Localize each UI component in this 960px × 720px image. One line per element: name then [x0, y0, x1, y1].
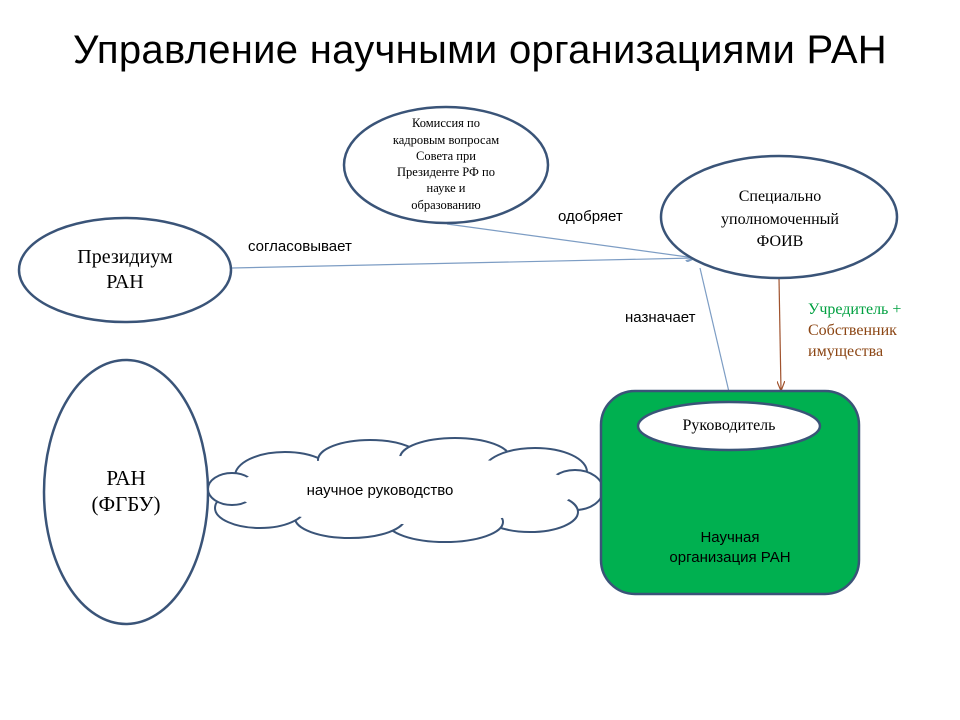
head-label: Руководитель	[682, 417, 776, 434]
arrow-founder	[779, 277, 781, 390]
line-appoints	[699, 267, 730, 393]
cloud-label: научное руководство	[306, 481, 454, 499]
edge-label-founder: Учредитель + Собственник имущества	[808, 300, 901, 362]
head-ellipse	[636, 400, 822, 452]
page-title: Управление научными организациями РАН	[72, 28, 887, 72]
edge-label-appoints: назначает	[625, 309, 696, 326]
founder-line-2: Собственник	[808, 321, 897, 339]
founder-line-3: имущества	[808, 342, 884, 360]
edge-label-approves: одобряет	[558, 208, 623, 225]
edge-label-agrees: согласовывает	[248, 238, 352, 255]
presidium-label: Президиум РАН	[77, 246, 173, 293]
arrow-approves	[446, 223, 695, 258]
foiv-label: Специально уполномоченный ФОИВ	[721, 188, 839, 251]
founder-line-1: Учредитель +	[808, 301, 902, 318]
presidium-ellipse	[17, 216, 233, 324]
foiv-ellipse	[659, 154, 899, 280]
commission-label: Комиссия по кадровым вопросам Совета при…	[392, 116, 500, 212]
organization-label: Научная организация РАН	[669, 528, 791, 566]
cloud-body	[235, 456, 575, 524]
ran-label: РАН (ФГБУ)	[91, 465, 161, 516]
arrow-agrees	[231, 258, 695, 269]
commission-ellipse	[342, 105, 550, 225]
